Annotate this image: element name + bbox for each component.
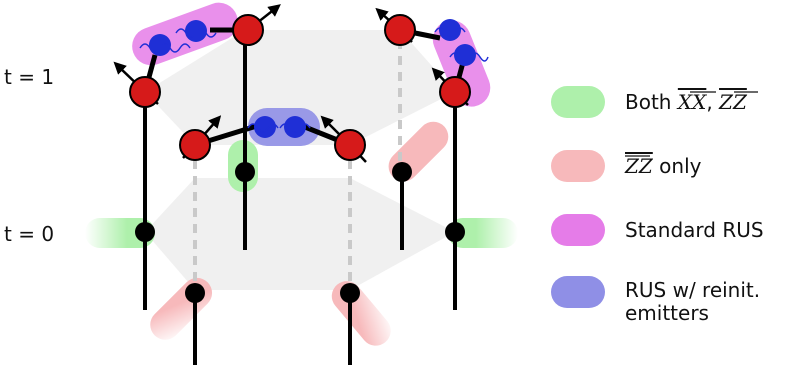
qubit-icon: [113, 61, 161, 108]
plane-t0: [145, 178, 455, 290]
red-region-bottom-left: [150, 277, 213, 340]
plane-t1: [145, 30, 455, 145]
t1-qubits: [113, 4, 471, 163]
photon-icon: [247, 116, 279, 138]
qubit-icon: [179, 115, 222, 161]
photon-icon: [175, 20, 217, 42]
t0-node: [135, 222, 155, 242]
red-region-bottom-right: [331, 281, 391, 346]
red-region-top-right: [388, 121, 449, 182]
time-label-t0: t = 0: [4, 222, 54, 246]
green-region-right: [448, 218, 518, 248]
t0-node: [185, 283, 205, 303]
dashed-connectors: [193, 40, 402, 290]
qubit-icon: [431, 67, 471, 108]
t0-node: [392, 162, 412, 182]
qubit-icon: [232, 4, 281, 46]
time-label-t1: t = 1: [4, 65, 54, 89]
photon-icon: [449, 44, 489, 66]
photons: [139, 19, 489, 138]
legend-label-both: Both XX, ZZ: [625, 90, 748, 114]
photon-icon: [279, 116, 311, 138]
legend-label-zz: ZZ only: [624, 154, 702, 178]
legend-swatch-zz: [551, 150, 605, 182]
legend: Both XX, ZZ ZZ only Standard RUS RUS w/ …: [551, 86, 764, 325]
t0-node: [340, 283, 360, 303]
photon-icon: [139, 34, 191, 56]
legend-label-reinit-2: emitters: [625, 301, 709, 325]
photon-icon: [434, 19, 466, 41]
t0-node: [235, 162, 255, 182]
worldlines: [143, 35, 457, 365]
legend-label-standard: Standard RUS: [625, 218, 764, 242]
legend-swatch-standard: [551, 214, 605, 246]
qubit-icon: [320, 115, 367, 163]
legend-label-reinit-1: RUS w/ reinit.: [625, 278, 760, 302]
legend-swatch-reinit: [551, 276, 605, 308]
t0-node: [445, 222, 465, 242]
t0-nodes: [135, 162, 465, 303]
legend-swatch-both: [551, 86, 605, 118]
qubit-icon: [375, 7, 416, 46]
